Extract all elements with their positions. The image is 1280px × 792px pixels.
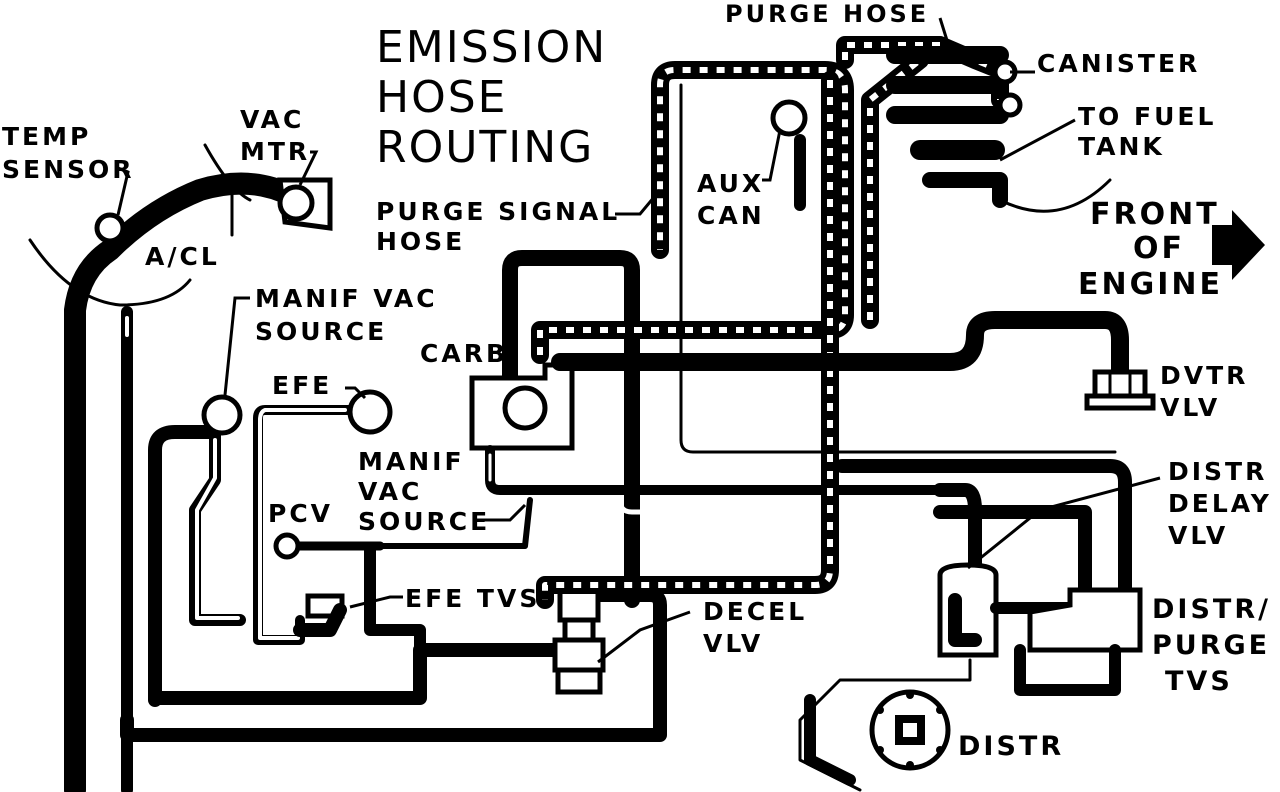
label-dvtr-vlv-1: DVTR: [1160, 361, 1248, 390]
label-distr-purge-tvs-2: PURGE: [1152, 630, 1270, 661]
distributor: [798, 658, 972, 792]
label-decel-vlv-2: VLV: [703, 629, 763, 658]
label-aux-can-2: CAN: [697, 201, 765, 230]
label-to-fuel-tank-2: TANK: [1078, 132, 1165, 161]
label-front-of-engine-1: FRONT: [1090, 197, 1220, 232]
label-efe: EFE: [272, 371, 332, 400]
label-aux-can-1: AUX: [697, 169, 764, 198]
efe-valve-icon: [347, 389, 393, 435]
label-manif-vac-source-mid-2: VAC: [358, 477, 422, 506]
label-distr: DISTR: [958, 731, 1064, 762]
label-carb: CARB: [420, 339, 508, 368]
vacuum-hoses-left: [120, 394, 667, 742]
label-distr-purge-tvs-1: DISTR/: [1152, 594, 1271, 625]
label-temp-sensor-1: TEMP: [2, 122, 91, 151]
aux-can-icon: [770, 99, 808, 137]
carburetor: [469, 250, 945, 608]
efe-pcv-group: [253, 389, 533, 654]
temp-sensor-icon: [94, 212, 126, 244]
label-to-fuel-tank-1: TO FUEL: [1078, 102, 1216, 131]
label-purge-signal-hose-1: PURGE SIGNAL: [376, 197, 620, 226]
purge-hose-dotted: [531, 36, 1009, 609]
label-manif-vac-source-top-1: MANIF VAC: [255, 284, 438, 313]
label-purge-hose: PURGE HOSE: [725, 0, 929, 28]
labels: TEMP SENSOR VAC MTR A/CL PURGE SIGNAL HO…: [2, 0, 1272, 762]
air-cleaner: [28, 143, 333, 792]
label-front-of-engine-2: OF: [1133, 231, 1185, 266]
label-dvtr-vlv-2: VLV: [1160, 393, 1220, 422]
pcv-valve-icon: [273, 532, 301, 560]
diagram-title: EMISSION HOSE ROUTING: [376, 22, 607, 173]
title-line-2: HOSE: [376, 72, 507, 123]
dvtr-valve: [551, 311, 1156, 411]
label-front-of-engine-3: ENGINE: [1078, 267, 1223, 302]
front-of-engine-arrow-icon: [1212, 210, 1265, 280]
label-a-cl: A/CL: [145, 242, 220, 271]
label-manif-vac-source-top-2: SOURCE: [255, 317, 387, 346]
label-canister: CANISTER: [1037, 49, 1200, 78]
label-pcv: PCV: [268, 499, 333, 528]
label-vac-mtr-2: MTR: [240, 137, 310, 166]
label-manif-vac-source-mid-3: SOURCE: [358, 507, 490, 536]
title-line-1: EMISSION: [376, 22, 607, 73]
canister: [886, 17, 1112, 213]
distributor-valves: [835, 459, 1161, 696]
label-leaders: [116, 129, 782, 609]
label-distr-purge-tvs-3: TVS: [1165, 666, 1233, 697]
manifold-vacuum-source-top-icon: [201, 394, 243, 436]
vac-motor-icon: [277, 184, 315, 222]
label-decel-vlv-1: DECEL: [703, 597, 807, 626]
label-purge-signal-hose-2: HOSE: [376, 227, 465, 256]
label-temp-sensor-2: SENSOR: [2, 155, 135, 184]
title-line-3: ROUTING: [376, 122, 594, 173]
label-distr-delay-vlv-3: VLV: [1168, 521, 1228, 550]
label-distr-delay-vlv-2: DELAY: [1168, 489, 1272, 518]
aux-canister: [679, 83, 1117, 454]
label-distr-delay-vlv-1: DISTR: [1168, 457, 1267, 486]
carb-port-icon: [502, 385, 548, 431]
decel-valve: [552, 587, 691, 695]
label-vac-mtr-1: VAC: [240, 105, 304, 134]
label-manif-vac-source-mid-1: MANIF: [358, 447, 465, 476]
label-efe-tvs: EFE TVS: [405, 584, 540, 613]
